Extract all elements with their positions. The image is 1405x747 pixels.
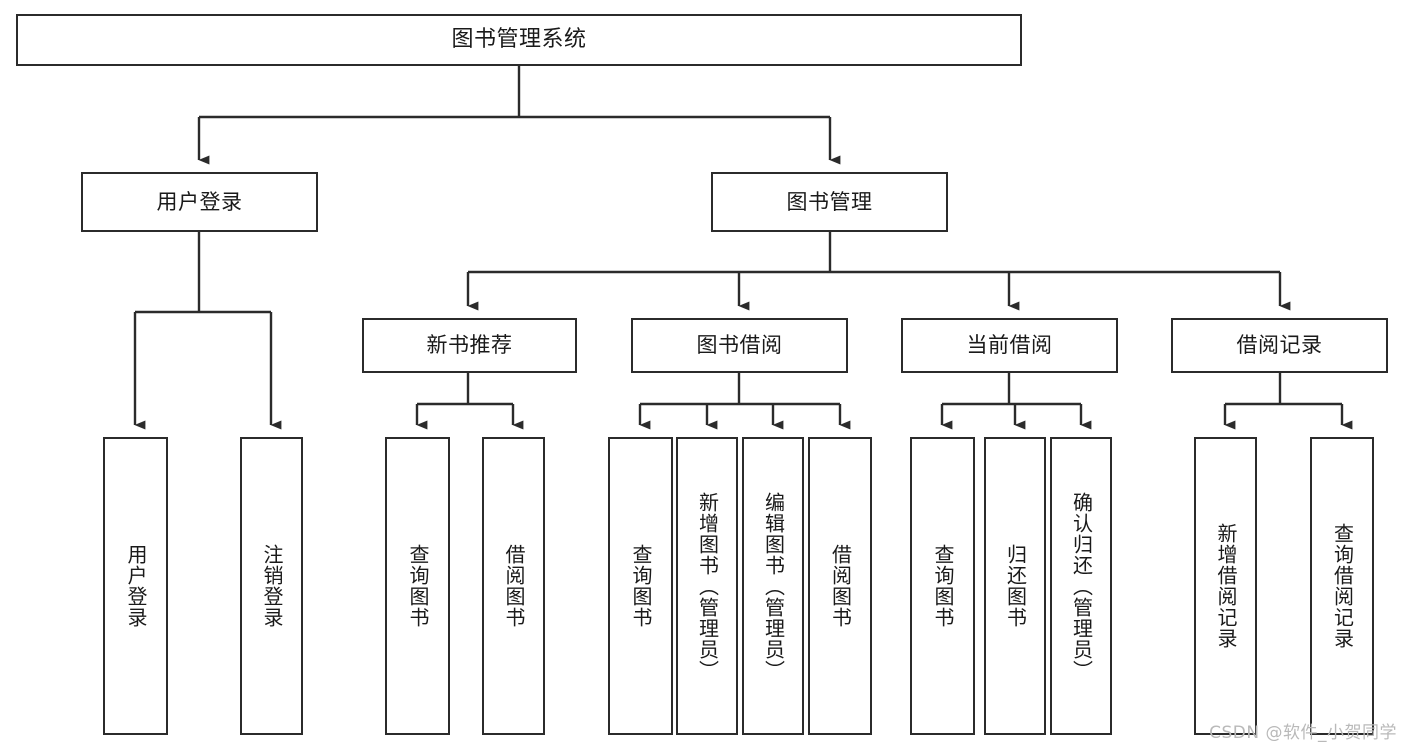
node-leaf-return-book[interactable]: 归还图书 — [984, 437, 1046, 735]
node-leaf-user-login[interactable]: 用户登录 — [103, 437, 168, 735]
node-leaf-query-book-rec[interactable]: 查询图书 — [385, 437, 450, 735]
node-leaf-logout-label: 注销登录 — [260, 544, 284, 628]
node-root-label: 图书管理系统 — [451, 27, 587, 53]
node-leaf-borrow-book[interactable]: 借阅图书 — [808, 437, 872, 735]
node-leaf-borrow-book-label: 借阅图书 — [828, 544, 853, 628]
node-leaf-query-book-borrow[interactable]: 查询图书 — [608, 437, 673, 735]
node-book-management-label: 图书管理 — [786, 189, 873, 214]
node-leaf-edit-book-admin[interactable]: 编辑图书（管理员） — [742, 437, 804, 735]
node-leaf-query-book-cur[interactable]: 查询图书 — [910, 437, 975, 735]
node-current-borrow-label: 当前借阅 — [966, 333, 1053, 358]
node-leaf-confirm-return-admin[interactable]: 确认归还（管理员） — [1050, 437, 1112, 735]
node-leaf-query-borrow-record[interactable]: 查询借阅记录 — [1310, 437, 1374, 735]
node-leaf-borrow-book-rec-label: 借阅图书 — [502, 544, 526, 628]
node-new-book-recommend-label: 新书推荐 — [426, 333, 513, 358]
node-leaf-logout[interactable]: 注销登录 — [240, 437, 303, 735]
node-leaf-borrow-book-rec[interactable]: 借阅图书 — [482, 437, 545, 735]
node-user-login-label: 用户登录 — [156, 189, 243, 214]
node-leaf-query-book-rec-label: 查询图书 — [406, 544, 430, 628]
node-current-borrow[interactable]: 当前借阅 — [901, 318, 1118, 373]
node-leaf-add-book-admin[interactable]: 新增图书（管理员） — [676, 437, 738, 735]
node-leaf-user-login-label: 用户登录 — [124, 544, 148, 628]
node-borrow-record-label: 借阅记录 — [1236, 333, 1323, 358]
node-leaf-edit-book-admin-label: 编辑图书（管理员） — [761, 491, 786, 681]
node-borrow-record[interactable]: 借阅记录 — [1171, 318, 1388, 373]
node-leaf-add-borrow-record-label: 新增借阅记录 — [1214, 523, 1238, 649]
node-leaf-return-book-label: 归还图书 — [1003, 544, 1028, 628]
node-new-book-recommend[interactable]: 新书推荐 — [362, 318, 577, 373]
node-leaf-add-book-admin-label: 新增图书（管理员） — [695, 491, 720, 681]
node-user-login[interactable]: 用户登录 — [81, 172, 318, 232]
node-leaf-query-book-cur-label: 查询图书 — [931, 544, 955, 628]
node-root[interactable]: 图书管理系统 — [16, 14, 1022, 66]
node-leaf-query-book-borrow-label: 查询图书 — [629, 544, 653, 628]
node-book-borrow[interactable]: 图书借阅 — [631, 318, 848, 373]
node-leaf-query-borrow-record-label: 查询借阅记录 — [1330, 523, 1355, 649]
node-book-borrow-label: 图书借阅 — [696, 333, 783, 358]
node-leaf-confirm-return-admin-label: 确认归还（管理员） — [1069, 491, 1094, 681]
node-book-management[interactable]: 图书管理 — [711, 172, 948, 232]
node-leaf-add-borrow-record[interactable]: 新增借阅记录 — [1194, 437, 1257, 735]
